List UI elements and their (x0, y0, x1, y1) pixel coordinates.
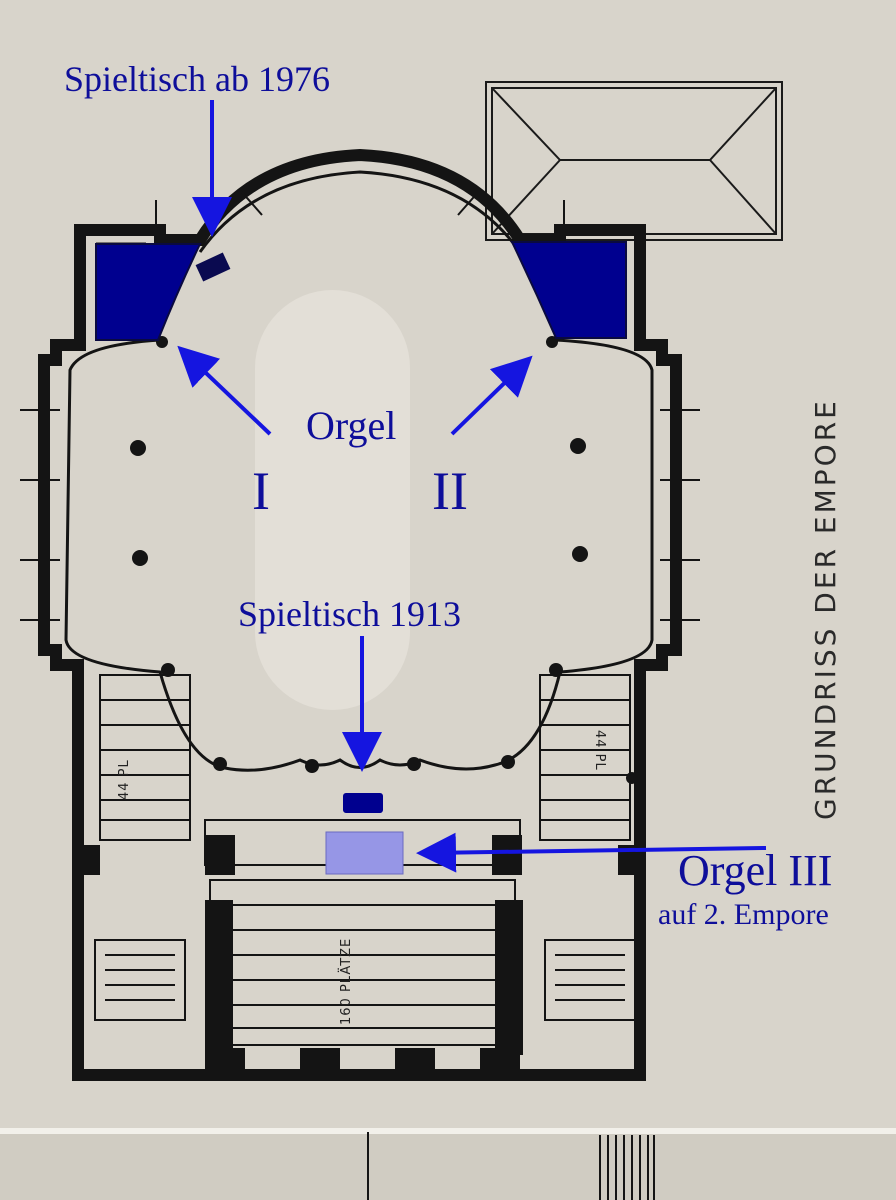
rear-seat-label: 160 PLÄTZE (338, 938, 354, 1025)
outer-wall (38, 148, 682, 1081)
organ-two-area (510, 241, 627, 339)
organ-three-area (325, 831, 404, 875)
console-1976-mark (195, 252, 231, 282)
right-seating (539, 674, 631, 841)
console-1913-mark (343, 793, 383, 813)
console-1976-label: Spieltisch ab 1976 (64, 59, 330, 99)
console-1913-label: Spieltisch 1913 (238, 594, 461, 634)
nave-light-area (255, 290, 410, 710)
arrow-organ-three (416, 832, 767, 873)
left-seat-label: 44 PL (117, 759, 132, 800)
left-seating (99, 674, 191, 841)
organ-label: Orgel (306, 403, 397, 448)
organ-three-sublabel: auf 2. Empore (658, 898, 829, 931)
paper-bottom-strip (0, 1130, 896, 1200)
organ-two-label: II (432, 461, 468, 521)
staircases (94, 939, 636, 1021)
organ-one-label: I (252, 461, 270, 521)
arrow-organ-two (450, 355, 533, 436)
annotation-arrows (177, 100, 767, 873)
organ-three-label: Orgel III (678, 846, 833, 895)
bottom-stubs (367, 1132, 655, 1200)
organ-one-area (95, 243, 202, 341)
right-seat-label: 44 PL (592, 730, 607, 771)
plan-title: GRUNDRISS DER EMPORE (809, 398, 842, 820)
arrow-organ-one (177, 345, 272, 436)
window-marks (20, 189, 700, 621)
rear-piers (80, 835, 640, 1076)
